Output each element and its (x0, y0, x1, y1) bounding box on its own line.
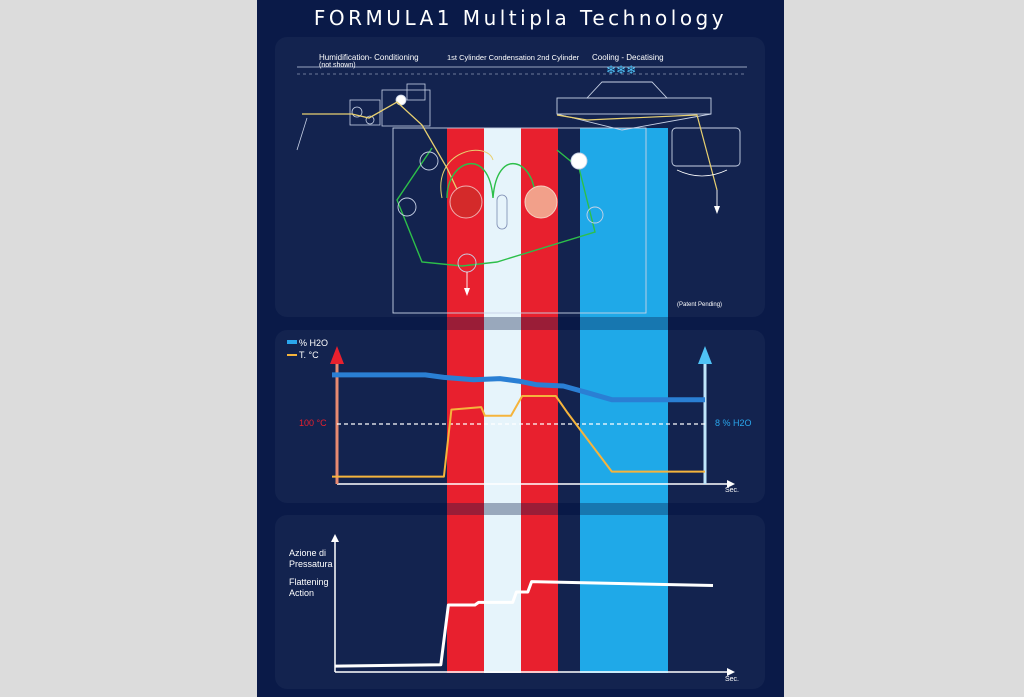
water-axis-arrow (698, 346, 712, 364)
y-axis-arrow-bottom (331, 534, 339, 542)
first-cylinder (449, 185, 483, 219)
ref-100c-label: 100 °C (299, 418, 327, 428)
first-cylinder-band (447, 128, 484, 673)
second-cylinder (524, 185, 558, 219)
temp-axis-arrow (330, 346, 344, 364)
legend-temp-label: T. °C (299, 350, 319, 360)
machine-housing (392, 127, 647, 314)
ylabel-en-1: Flattening (289, 577, 329, 587)
page-title: FORMULA1 Multipla Technology (313, 6, 728, 30)
ylabel-it-1: Azione di (289, 548, 327, 558)
snowflake-icon: ❄❄❄ (606, 63, 637, 77)
machine-schematic (296, 66, 747, 314)
label-cylinders: 1st Cylinder Condensation 2nd Cylinder (447, 53, 580, 62)
ref-8pct-label: 8 % H2O (715, 418, 752, 428)
patent-note: (Patent Pending) (677, 302, 723, 308)
ylabel-it-2: Pressatura (289, 559, 333, 569)
x-axis-label-top: Sec. (725, 487, 740, 494)
x-axis-arrow-bottom (727, 668, 735, 676)
flattening-chart (331, 534, 735, 676)
poster: FORMULA1 Multipla Technology (257, 0, 784, 697)
label-not-shown: (not shown) (319, 62, 356, 69)
label-humidification: Humidification- Conditioning (319, 53, 419, 62)
temp-series-line (332, 395, 705, 478)
label-cooling: Cooling - Decatising (592, 53, 664, 62)
ylabel-en-2: Action (289, 588, 315, 598)
x-axis-label-bottom: Sec. (725, 676, 740, 683)
flattening-series-line (334, 580, 714, 668)
condensation-band (484, 128, 521, 673)
water-series-line (332, 372, 705, 403)
humidity-temperature-chart (287, 340, 735, 488)
legend-water-label: % H2O (299, 338, 329, 348)
x-axis-arrow-top (727, 480, 735, 488)
